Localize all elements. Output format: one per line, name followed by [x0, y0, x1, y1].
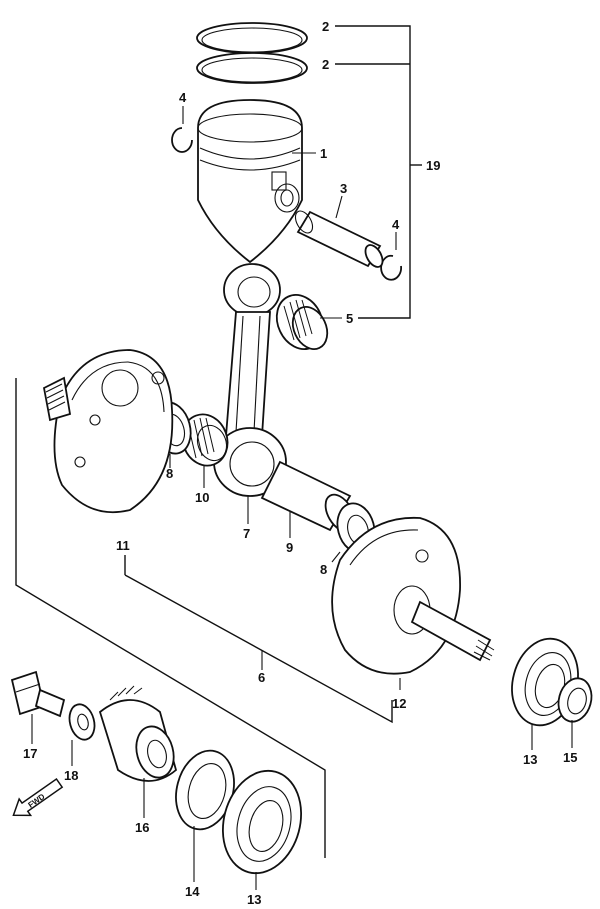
bolt: [10, 670, 66, 718]
leader-lines: [31, 106, 573, 890]
callout-9: 9: [286, 540, 293, 555]
callout-15: 15: [563, 750, 577, 765]
callout-8-left: 8: [166, 466, 173, 481]
callout-14: 14: [185, 884, 200, 899]
crankshaft-right-half: [331, 516, 495, 675]
callout-4-left: 4: [179, 90, 187, 105]
callout-8-right: 8: [320, 562, 327, 577]
connecting-rod: [213, 263, 287, 497]
callout-11: 11: [116, 538, 130, 553]
bracket-6: [15, 378, 393, 858]
callout-4-right: 4: [392, 217, 400, 232]
washer: [68, 703, 96, 741]
callout-18: 18: [64, 768, 78, 783]
callout-10: 10: [195, 490, 209, 505]
callout-19: 19: [426, 158, 440, 173]
piston: [197, 99, 303, 264]
oil-seal-right: [557, 677, 593, 723]
callout-6: 6: [258, 670, 265, 685]
bracket-19: [335, 25, 422, 319]
circlip-left: [171, 127, 193, 153]
fwd-arrow: FWD: [12, 777, 64, 817]
small-end-bearing: [275, 294, 329, 350]
piston-ring-bottom: [196, 52, 308, 84]
piston-pin: [294, 210, 384, 268]
callout-17: 17: [23, 746, 37, 761]
piston-ring-top: [196, 22, 308, 54]
callout-2-top: 2: [322, 19, 329, 34]
bearing-left: [222, 769, 302, 875]
callout-12: 12: [392, 696, 406, 711]
callout-13-left: 13: [247, 892, 261, 907]
callout-3: 3: [340, 181, 347, 196]
callout-16: 16: [135, 820, 149, 835]
callout-13-right: 13: [523, 752, 537, 767]
crankshaft-left-half: [42, 349, 174, 514]
drive-gear: [98, 685, 178, 782]
callout-7: 7: [243, 526, 250, 541]
callout-5: 5: [346, 311, 353, 326]
callout-2-bottom: 2: [322, 57, 329, 72]
circlip-right: [380, 254, 402, 281]
callout-1: 1: [320, 146, 327, 161]
callouts: 1 2 2 3 4 4 5 6 7 8 8 9 10 11 12 13 13 1…: [23, 19, 577, 907]
